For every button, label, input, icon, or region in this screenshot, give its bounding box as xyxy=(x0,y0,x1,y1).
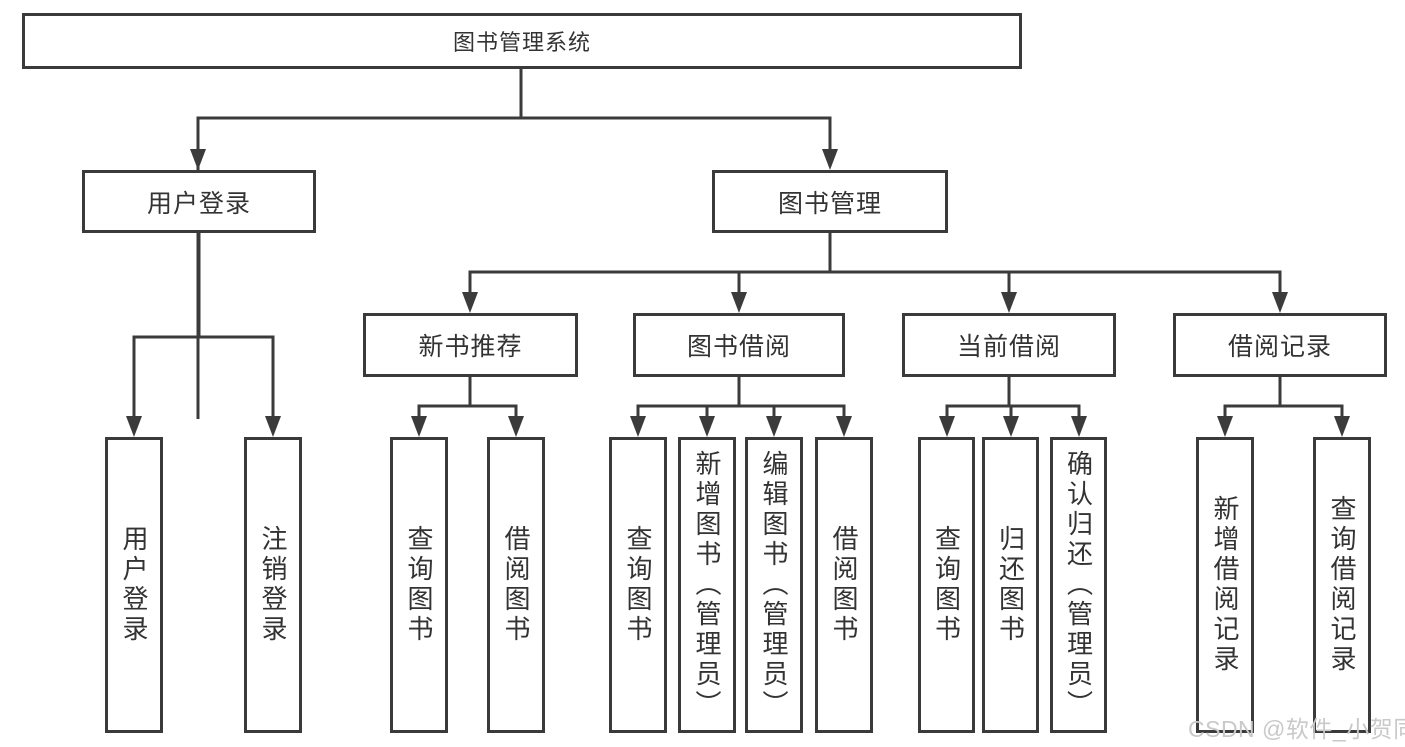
arrowhead-leaf-borrow-books-1 xyxy=(508,416,524,437)
arrowhead-module-current xyxy=(1001,292,1017,313)
leaf-label: 查询图书 xyxy=(931,525,962,645)
arrowhead-leaf-user-login xyxy=(126,416,142,437)
leaf-query-borrow-record: 查询借阅记录 xyxy=(1313,437,1371,733)
arrowhead-leaf-logout xyxy=(265,416,281,437)
leaf-add-book-admin: 新增图书（管理员） xyxy=(678,437,736,733)
leaf-user-login: 用户登录 xyxy=(105,437,163,733)
connector-records-leaves xyxy=(1223,377,1344,418)
leaf-label: 借阅图书 xyxy=(501,525,531,645)
arrowhead-module-borrow xyxy=(731,292,747,313)
node-book-borrow: 图书借阅 xyxy=(633,313,845,377)
arrowhead-user-login xyxy=(190,149,206,170)
node-label: 图书借阅 xyxy=(686,333,791,361)
leaf-label: 确认归还（管理员） xyxy=(1063,450,1094,720)
csdn-watermark: CSDN @软件_小贺同学 xyxy=(1188,716,1405,742)
node-label: 图书管理 xyxy=(777,189,882,218)
arrowhead-leaf-add-record xyxy=(1217,416,1233,437)
leaf-label: 用户登录 xyxy=(119,525,149,645)
arrowhead-module-recommend xyxy=(462,292,478,313)
connector-root-shafts xyxy=(196,68,832,151)
node-label: 借阅记录 xyxy=(1227,333,1332,361)
leaf-label: 新增图书（管理员） xyxy=(692,450,722,720)
node-current-borrow: 当前借阅 xyxy=(902,313,1116,377)
leaf-edit-book-admin: 编辑图书（管理员） xyxy=(745,437,803,733)
leaf-label: 查询图书 xyxy=(623,525,653,645)
arrowhead-leaf-return-book xyxy=(1003,416,1019,437)
node-new-book-recommend: 新书推荐 xyxy=(363,313,578,377)
arrowhead-leaf-add-book xyxy=(699,416,715,437)
leaf-label: 编辑图书（管理员） xyxy=(759,450,789,720)
node-root-system: 图书管理系统 xyxy=(22,13,1022,69)
leaf-confirm-return-admin: 确认归还（管理员） xyxy=(1050,437,1107,733)
leaf-query-books-borrow: 查询图书 xyxy=(609,437,667,733)
leaf-return-book: 归还图书 xyxy=(982,437,1039,733)
arrowhead-leaf-borrow-books-2 xyxy=(836,416,852,437)
node-book-management: 图书管理 xyxy=(712,170,948,233)
leaf-borrow-books-borrow: 借阅图书 xyxy=(815,437,873,733)
arrowhead-leaf-confirm-return xyxy=(1071,416,1087,437)
node-user-login: 用户登录 xyxy=(82,170,316,233)
connector-borrow-leaves xyxy=(636,377,846,418)
arrowhead-leaf-query-record xyxy=(1334,416,1350,437)
leaf-add-borrow-record: 新增借阅记录 xyxy=(1196,437,1254,733)
arrowhead-module-records xyxy=(1272,292,1288,313)
node-label: 图书管理系统 xyxy=(452,30,591,55)
node-label: 当前借阅 xyxy=(956,333,1061,361)
arrowhead-leaf-edit-book xyxy=(766,416,782,437)
leaf-query-books-current: 查询图书 xyxy=(918,437,975,733)
connector-current-leaves xyxy=(945,377,1081,418)
arrowhead-leaf-query-books-2 xyxy=(630,416,646,437)
node-label: 新书推荐 xyxy=(418,333,523,361)
node-label: 用户登录 xyxy=(146,189,251,218)
arrowhead-book-management xyxy=(822,149,838,170)
leaf-logout: 注销登录 xyxy=(244,437,302,733)
connector-recommend-leaves xyxy=(417,377,518,418)
connector-modules-group xyxy=(468,233,1282,294)
leaf-query-books-recommend: 查询图书 xyxy=(390,437,448,733)
leaf-label: 归还图书 xyxy=(995,525,1026,645)
arrowhead-leaf-query-books-1 xyxy=(411,416,427,437)
leaf-borrow-books-recommend: 借阅图书 xyxy=(487,437,545,733)
arrowhead-leaf-query-books-3 xyxy=(939,416,955,437)
leaf-label: 借阅图书 xyxy=(829,525,859,645)
leaf-label: 查询借阅记录 xyxy=(1327,495,1357,675)
leaf-label: 新增借阅记录 xyxy=(1210,495,1240,675)
leaf-label: 查询图书 xyxy=(404,525,434,645)
leaf-label: 注销登录 xyxy=(258,525,288,645)
connector-login-group xyxy=(132,233,275,418)
node-borrow-records: 借阅记录 xyxy=(1173,313,1387,377)
